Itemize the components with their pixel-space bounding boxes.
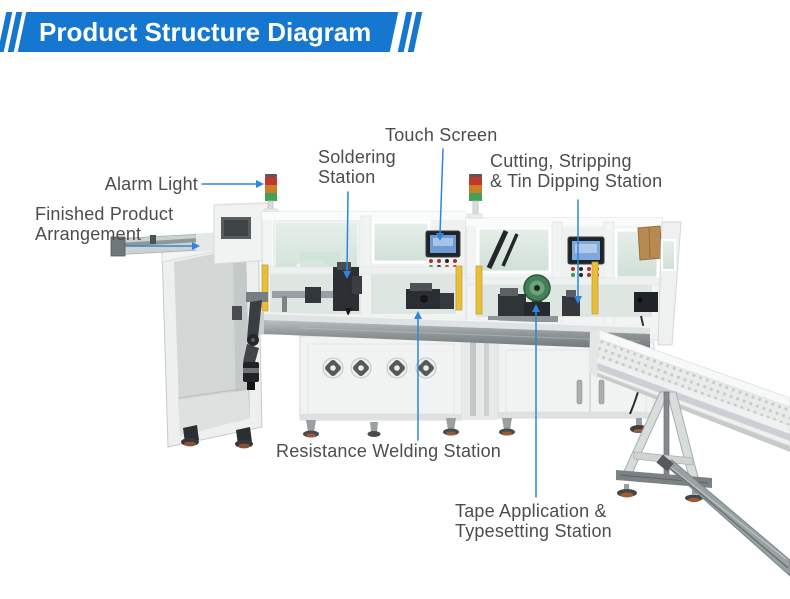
arrowhead (414, 311, 422, 319)
resistance-welding-unit (406, 283, 454, 309)
light-curtain-post (455, 265, 463, 311)
vent-fan-icon (322, 357, 344, 379)
arrowhead (574, 296, 582, 304)
label-cutting-stripping-station: Cutting, Stripping & Tin Dipping Station (490, 151, 662, 191)
label-line: Finished Product (35, 204, 174, 224)
light-curtain-post (261, 264, 269, 312)
tape-spool (523, 274, 551, 312)
label-line: Alarm Light (104, 174, 198, 194)
alarm-light-tower-icon (467, 174, 483, 219)
label-line: Cutting, Stripping (490, 151, 632, 171)
caster-wheel (181, 425, 199, 447)
label-touch-screen: Touch Screen (385, 125, 497, 145)
door-handle (576, 379, 583, 405)
module1-lower-cabinet (299, 335, 463, 438)
light-curtain-post (475, 265, 483, 315)
leader-line-soldering-station (346, 191, 349, 273)
cardboard-box (637, 225, 663, 261)
touch-screen-display (425, 230, 461, 258)
tape-application-unit (488, 288, 558, 322)
leveling-foot (617, 484, 637, 498)
arrowhead (532, 304, 540, 312)
alarm-light-tower-icon (263, 174, 279, 214)
camera-device (634, 292, 658, 312)
cutting-stripping-unit (562, 290, 580, 316)
output-conveyor (589, 329, 790, 452)
leveling-foot (685, 489, 703, 503)
label-tape-application-station: Tape Application & Typesetting Station (455, 501, 612, 541)
label-finished-product-arrangement: Finished Product Arrangement (35, 204, 173, 244)
label-line: Station (318, 167, 376, 187)
leader-lines (125, 148, 582, 498)
caster-wheel (235, 427, 253, 449)
finished-product-stacker-cabinet (161, 230, 263, 449)
label-line: Typesetting Station (455, 521, 612, 541)
label-alarm-light: Alarm Light (40, 174, 198, 194)
module1-enclosure (261, 211, 467, 335)
arrowhead (343, 271, 351, 279)
conveyor-support-stand (616, 391, 790, 577)
label-line: Arrangement (35, 224, 142, 244)
label-line: & Tin Dipping Station (490, 171, 663, 191)
door-handle (598, 379, 605, 405)
leveling-foot (303, 420, 319, 438)
stainless-steel-deck (258, 312, 651, 350)
label-line: Soldering (318, 147, 396, 167)
vent-fan-icon (415, 357, 437, 379)
label-resistance-welding-station: Resistance Welding Station (276, 441, 501, 461)
light-curtain-post (591, 261, 599, 315)
vent-fan-icon (350, 357, 372, 379)
label-line: Resistance Welding Station (276, 441, 501, 461)
page-title: Product Structure Diagram (39, 17, 372, 47)
leader-line-touch-screen (439, 148, 444, 235)
arrowhead (256, 180, 264, 188)
arrowhead (436, 233, 444, 241)
label-soldering-station: Soldering Station (318, 147, 396, 187)
label-line: Touch Screen (385, 125, 498, 145)
module2-enclosure (465, 217, 663, 341)
leveling-foot (499, 418, 515, 436)
leveling-foot (367, 422, 381, 437)
conveyor-belt-surface (597, 338, 790, 426)
robot-arm (232, 292, 268, 390)
module2-end-tower (634, 221, 682, 346)
module1-head-block (213, 202, 271, 265)
vent-fan-icon (386, 357, 408, 379)
glass-window (371, 220, 431, 264)
soldering-station-unit (272, 262, 362, 316)
leveling-foot (443, 418, 459, 436)
label-line: Tape Application & (455, 501, 607, 521)
arrowhead (192, 242, 200, 250)
touch-screen-display (567, 236, 605, 265)
